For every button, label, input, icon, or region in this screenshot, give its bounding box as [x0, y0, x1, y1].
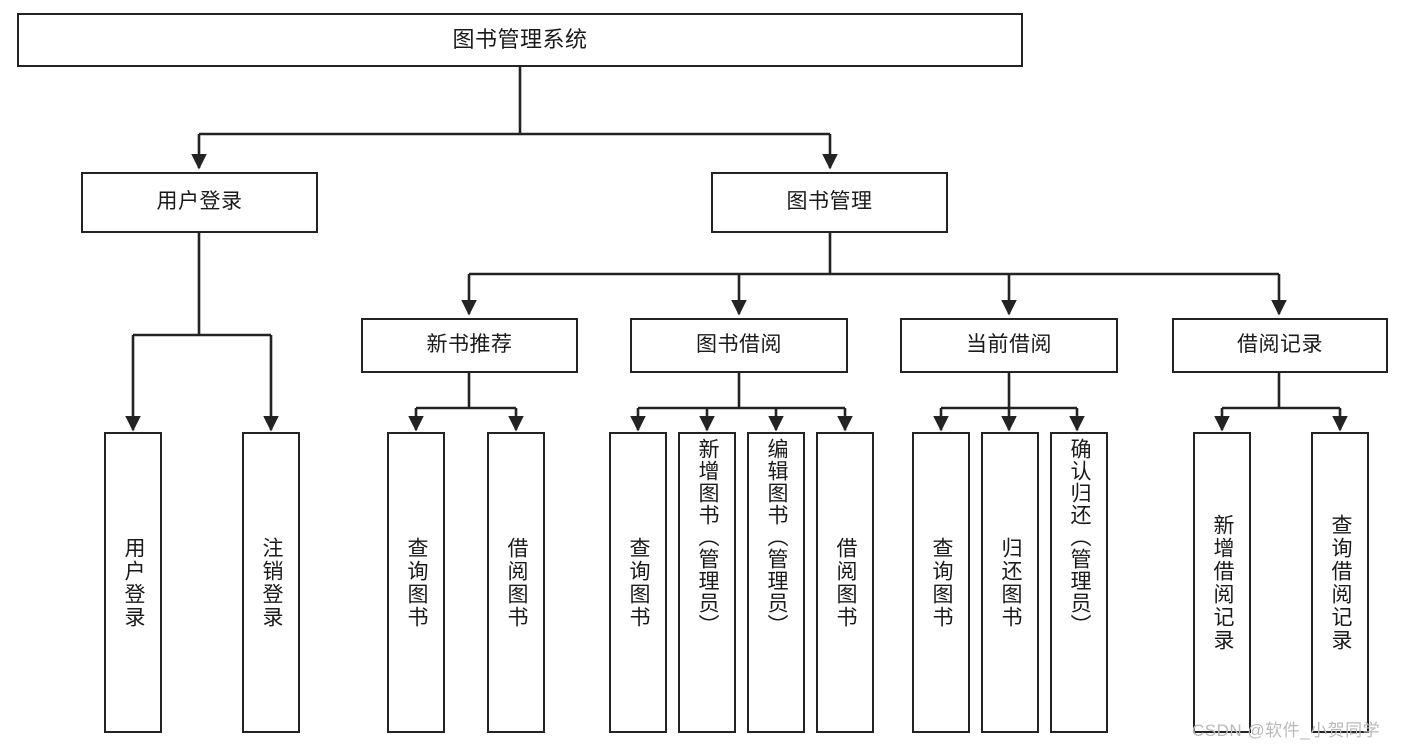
- leaf-confirm-return[interactable]: 确认归还（管理员）: [1050, 432, 1108, 733]
- leaf-return-book[interactable]: 归还图书: [981, 432, 1039, 733]
- leaf-query-record[interactable]: 查询借阅记录: [1311, 432, 1369, 733]
- watermark: CSDN @软件_小贺同学: [1192, 721, 1381, 740]
- node-new-book-rec-label: 新书推荐: [426, 333, 513, 357]
- leaf-edit-book[interactable]: 编辑图书（管理员）: [747, 432, 805, 733]
- leaf-borrow-book-1-label: 借阅图书: [505, 536, 529, 629]
- node-borrow-record-label: 借阅记录: [1237, 333, 1323, 357]
- leaf-query-book-3-label: 查询图书: [930, 536, 954, 629]
- leaf-return-book-label: 归还图书: [999, 536, 1023, 629]
- node-user-login-label: 用户登录: [156, 190, 243, 214]
- leaf-query-book-2[interactable]: 查询图书: [609, 432, 667, 733]
- leaf-user-logout[interactable]: 注销登录: [242, 432, 300, 733]
- leaf-add-book-label: 新增图书（管理员）: [696, 438, 720, 636]
- node-book-manage[interactable]: 图书管理: [711, 172, 948, 233]
- leaf-edit-book-label: 编辑图书（管理员）: [765, 438, 789, 636]
- node-root[interactable]: 图书管理系统: [17, 13, 1023, 67]
- leaf-confirm-return-label: 确认归还（管理员）: [1068, 438, 1092, 636]
- node-new-book-rec[interactable]: 新书推荐: [361, 318, 578, 373]
- leaf-query-book-1[interactable]: 查询图书: [387, 432, 445, 733]
- leaf-user-login-label: 用户登录: [122, 536, 146, 629]
- node-book-borrow-label: 图书借阅: [696, 333, 782, 357]
- leaf-user-logout-label: 注销登录: [260, 536, 284, 629]
- node-root-label: 图书管理系统: [452, 27, 588, 53]
- node-book-borrow[interactable]: 图书借阅: [630, 318, 848, 373]
- node-borrow-record[interactable]: 借阅记录: [1172, 318, 1388, 373]
- leaf-add-record[interactable]: 新增借阅记录: [1193, 432, 1251, 733]
- leaf-query-book-3[interactable]: 查询图书: [912, 432, 970, 733]
- node-current-borrow-label: 当前借阅: [966, 333, 1052, 357]
- leaf-borrow-book-2[interactable]: 借阅图书: [816, 432, 874, 733]
- leaf-query-book-1-label: 查询图书: [405, 536, 429, 629]
- leaf-query-book-2-label: 查询图书: [627, 536, 651, 629]
- leaf-user-login[interactable]: 用户登录: [104, 432, 162, 733]
- leaf-add-book[interactable]: 新增图书（管理员）: [678, 432, 736, 733]
- leaf-borrow-book-1[interactable]: 借阅图书: [487, 432, 545, 733]
- node-user-login[interactable]: 用户登录: [81, 172, 318, 233]
- leaf-borrow-book-2-label: 借阅图书: [834, 536, 858, 629]
- node-book-manage-label: 图书管理: [786, 190, 873, 214]
- node-current-borrow[interactable]: 当前借阅: [900, 318, 1118, 373]
- leaf-add-record-label: 新增借阅记录: [1211, 513, 1235, 652]
- leaf-query-record-label: 查询借阅记录: [1329, 513, 1353, 652]
